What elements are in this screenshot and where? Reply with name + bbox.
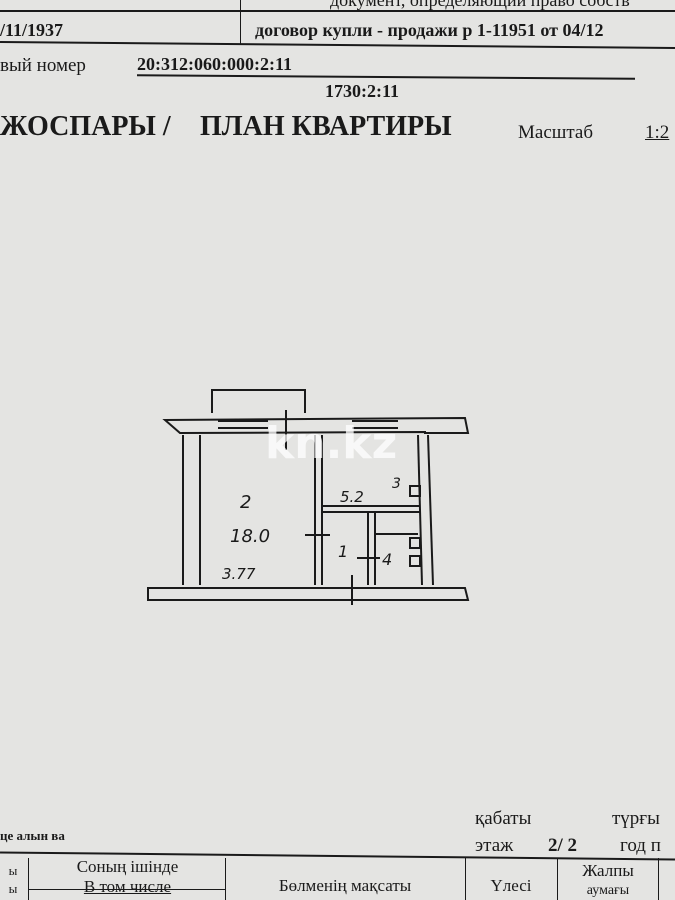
room-area-3: 5.2 bbox=[340, 488, 364, 506]
table-header-incl-kz: Соның ішінде bbox=[76, 857, 179, 876]
left-caption: це алын ва bbox=[0, 828, 65, 843]
table-header-purpose: Бөлменің мақсаты bbox=[278, 876, 412, 895]
table-header-total-2: аумағы bbox=[586, 883, 630, 898]
floor-label-kz: қабаты bbox=[475, 808, 532, 829]
room-number-2: 2 bbox=[240, 492, 251, 513]
number-label: вый номер bbox=[0, 55, 86, 76]
scale-label: Масштаб bbox=[518, 122, 594, 143]
scale-value: 1:2 bbox=[645, 122, 670, 143]
table-header-incl-ru: В том числе bbox=[83, 877, 172, 896]
table-divider bbox=[658, 858, 659, 900]
rule bbox=[240, 0, 241, 44]
room-area-2: 18.0 bbox=[230, 526, 270, 547]
table-header-left: ы ы bbox=[8, 863, 18, 896]
room-number-4: 4 bbox=[382, 550, 392, 569]
title-ru: ПЛАН КВАРТИРЫ bbox=[200, 111, 452, 142]
year-label-ru: год п bbox=[620, 835, 661, 856]
rule bbox=[0, 10, 675, 12]
table-divider bbox=[28, 858, 29, 900]
table-divider bbox=[465, 858, 466, 900]
table-divider bbox=[557, 858, 558, 900]
ownership-doc-label: документ, определяющий право собств bbox=[330, 0, 630, 10]
room-number-1: 1 bbox=[338, 542, 348, 561]
room-dimension: 3.77 bbox=[222, 565, 256, 583]
floor-label-ru: этаж bbox=[475, 835, 514, 856]
table-divider bbox=[225, 858, 226, 900]
table-header-total: Жалпы bbox=[582, 861, 634, 880]
sub-number: 1730:2:11 bbox=[325, 81, 399, 101]
room-number-3: 3 bbox=[392, 476, 401, 492]
cadastral-number: 20:312:060:000:2:11 bbox=[137, 54, 292, 74]
contract-text: договор купли - продажи р 1-11951 от 04/… bbox=[255, 20, 604, 40]
floor-value: 2/ 2 bbox=[548, 835, 578, 856]
table-divider bbox=[28, 889, 225, 890]
year-label-kz: түрғы bbox=[612, 808, 660, 829]
title-kz: ЖОСПАРЫ / bbox=[0, 111, 171, 142]
watermark: kn.kz bbox=[265, 418, 397, 469]
table-header-share: Үлесі bbox=[490, 876, 532, 895]
date-text: /11/1937 bbox=[0, 20, 64, 40]
